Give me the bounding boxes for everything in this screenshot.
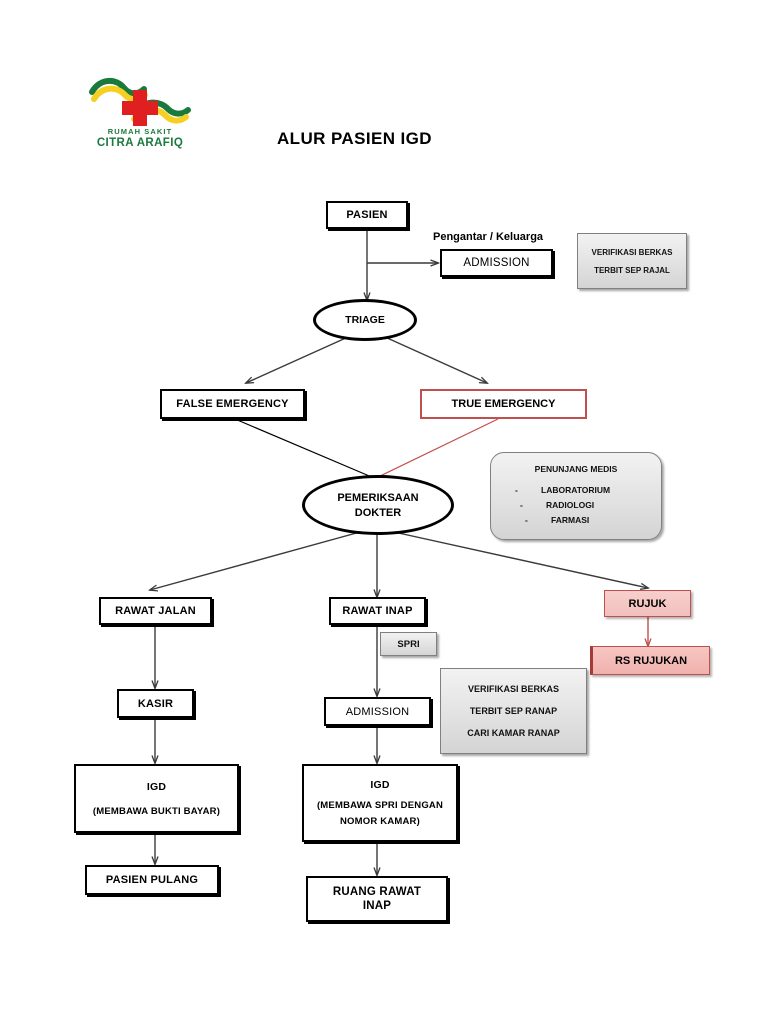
node-rawat-inap[interactable]: RAWAT INAP <box>329 597 426 625</box>
node-pasien-pulang[interactable]: PASIEN PULANG <box>85 865 219 895</box>
note-verifikasi-ranap-line-2: TERBIT SEP RANAP <box>469 706 558 716</box>
node-triage[interactable]: TRIAGE <box>313 299 417 341</box>
note-verifikasi-rajal-line-1: VERIFIKASI BERKAS <box>591 247 673 257</box>
node-pasien[interactable]: PASIEN <box>326 201 408 229</box>
hospital-logo: RUMAH SAKIT CITRA ARAFIQ <box>88 76 192 158</box>
node-kasir[interactable]: KASIR <box>117 689 194 718</box>
edge-true-emergency-to-pemeriksaan <box>375 418 499 479</box>
node-false-emergency-label: FALSE EMERGENCY <box>176 398 289 410</box>
node-rujuk[interactable]: RUJUK <box>604 590 691 617</box>
node-igd-rajal[interactable]: IGD (MEMBAWA BUKTI BAYAR) <box>74 764 239 833</box>
edge-label-pengantar-keluarga: Pengantar / Keluarga <box>433 231 544 243</box>
node-ruang-rawat-inap[interactable]: RUANG RAWAT INAP <box>306 876 448 922</box>
logo-mark <box>89 78 191 126</box>
edge-triage-to-false-emergency <box>246 336 349 383</box>
node-pemeriksaan-dokter-line-2: DOKTER <box>354 506 402 519</box>
note-verifikasi-ranap-line-1: VERIFIKASI BERKAS <box>467 684 559 694</box>
bullet-dash-icon: - <box>520 500 523 510</box>
node-triage-label: TRIAGE <box>345 314 385 326</box>
edge-triage-to-true-emergency <box>384 336 487 383</box>
node-true-emergency-label: TRUE EMERGENCY <box>451 398 556 410</box>
note-penunjang-item-laboratorium: - LABORATORIUM <box>515 485 611 495</box>
bullet-dash-icon: - <box>525 515 528 525</box>
node-admission-ranap[interactable]: ADMISSION <box>324 697 431 726</box>
note-penunjang-item-farmasi: - FARMASI <box>491 515 661 525</box>
note-penunjang-medis-title: PENUNJANG MEDIS <box>534 464 618 474</box>
node-igd-rajal-line-2: (MEMBAWA BUKTI BAYAR) <box>92 805 221 817</box>
node-ruang-rawat-inap-line-1: RUANG RAWAT <box>332 886 422 898</box>
node-spri-label: SPRI <box>397 638 420 650</box>
node-pemeriksaan-dokter-line-1: PEMERIKSAAN <box>337 491 419 504</box>
note-penunjang-item-radiologi: - RADIOLOGI <box>491 500 661 510</box>
node-kasir-label: KASIR <box>137 697 174 710</box>
note-verifikasi-rajal-line-2: TERBIT SEP RAJAL <box>594 265 670 275</box>
note-verifikasi-rajal: VERIFIKASI BERKAS TERBIT SEP RAJAL <box>577 233 687 289</box>
logo-line-1: RUMAH SAKIT <box>107 127 173 136</box>
note-penunjang-medis: PENUNJANG MEDIS - LABORATORIUM - RADIOLO… <box>490 452 662 540</box>
note-verifikasi-ranap: VERIFIKASI BERKAS TERBIT SEP RANAP CARI … <box>440 668 587 754</box>
node-pasien-pulang-label: PASIEN PULANG <box>105 874 199 886</box>
node-igd-ranap-line-1: IGD <box>370 779 390 791</box>
node-ruang-rawat-inap-line-2: INAP <box>362 900 392 912</box>
edge-pemeriksaan-to-rawat-jalan <box>150 531 361 590</box>
bullet-dash-icon: - <box>515 485 518 495</box>
red-cross-icon <box>122 90 158 126</box>
node-rujuk-label: RUJUK <box>628 597 667 610</box>
node-igd-ranap-line-2: (MEMBAWA SPRI DENGAN <box>316 800 444 811</box>
page-title: ALUR PASIEN IGD <box>277 129 432 148</box>
node-igd-ranap[interactable]: IGD (MEMBAWA SPRI DENGAN NOMOR KAMAR) <box>302 764 458 842</box>
node-rawat-jalan[interactable]: RAWAT JALAN <box>99 597 212 625</box>
node-admission-rajal[interactable]: ADMISSION <box>440 249 553 277</box>
node-rs-rujukan[interactable]: RS RUJUKAN <box>590 646 710 675</box>
node-true-emergency[interactable]: TRUE EMERGENCY <box>420 389 587 419</box>
node-pasien-label: PASIEN <box>346 209 388 221</box>
note-verifikasi-ranap-line-3: CARI KAMAR RANAP <box>467 728 560 738</box>
node-igd-ranap-line-3: NOMOR KAMAR) <box>340 816 420 827</box>
node-admission-rajal-label: ADMISSION <box>463 257 530 269</box>
node-spri: SPRI <box>380 632 437 656</box>
node-rs-rujukan-label: RS RUJUKAN <box>614 654 688 667</box>
node-admission-ranap-label: ADMISSION <box>345 705 410 718</box>
node-false-emergency[interactable]: FALSE EMERGENCY <box>160 389 305 419</box>
node-rawat-jalan-label: RAWAT JALAN <box>115 605 196 617</box>
node-rawat-inap-label: RAWAT INAP <box>342 605 413 617</box>
logo-line-2: CITRA ARAFIQ <box>96 137 184 149</box>
edge-pemeriksaan-to-rujuk <box>393 531 648 588</box>
edge-false-emergency-to-pemeriksaan <box>234 418 375 479</box>
node-igd-rajal-line-1: IGD <box>146 780 167 793</box>
node-pemeriksaan-dokter[interactable]: PEMERIKSAAN DOKTER <box>302 475 454 535</box>
